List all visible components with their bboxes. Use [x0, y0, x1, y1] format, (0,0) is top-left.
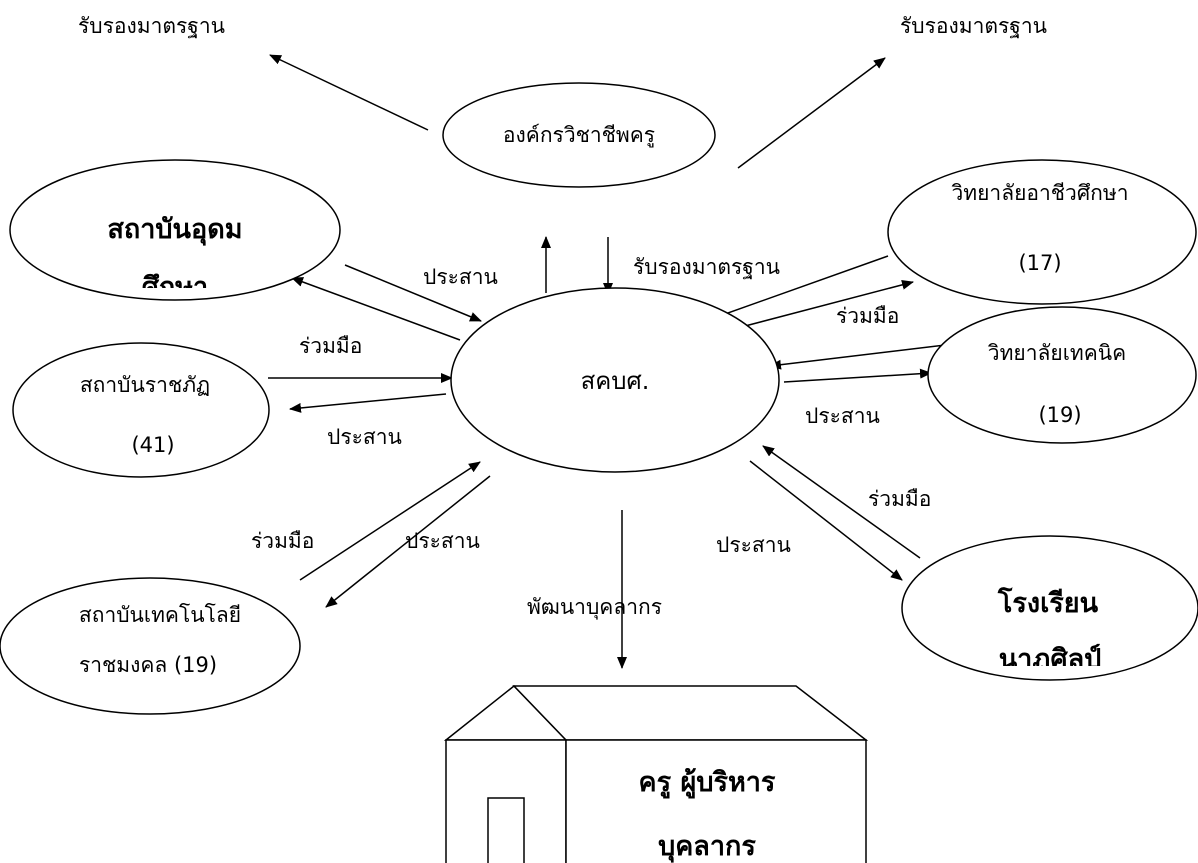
- arrow-org-to-certify-left: [269, 54, 429, 131]
- label-coordinate-up: ประสาน: [423, 265, 498, 289]
- arrow-center-to-rajamangala: [325, 475, 491, 608]
- node-higher-education-institution: สถาบันอุดม ศึกษา: [9, 159, 341, 303]
- label-coordinate-rajabhat: ประสาน: [327, 425, 402, 449]
- arrow-university-to-center: [344, 264, 482, 322]
- label-certify-top-left: รับรองมาตรฐาน: [78, 14, 225, 38]
- arrow-arts-to-center: [762, 445, 921, 559]
- node-rajabhat-institute: สถาบันราชภัฏ (41): [12, 342, 270, 478]
- node-label-line1: สถาบันเทคโนโลยี: [79, 603, 241, 627]
- node-label-line2: (41): [131, 433, 174, 457]
- house-label-line1: ครู ผู้บริหาร: [639, 767, 776, 799]
- arrow-center-to-vocational: [725, 279, 914, 332]
- house-door: [487, 797, 525, 863]
- node-center-skbs: สคบศ.: [450, 287, 780, 473]
- node-technical-college: วิทยาลัยเทคนิค (19): [927, 306, 1197, 444]
- label-cooperate-arts: ร่วมมือ: [868, 487, 931, 511]
- house-personnel: ครู ผู้บริหาร บุคลากร: [443, 684, 869, 863]
- node-teacher-professional-org: องค์กรวิชาชีพครู: [442, 82, 716, 188]
- arrow-center-to-arts: [749, 460, 903, 581]
- node-label-line2: (19): [1038, 403, 1081, 427]
- label-develop-personnel: พัฒนาบุคลากร: [527, 595, 662, 620]
- edge-labels: รับรองมาตรฐาน รับรองมาตรฐาน ประสาน รับรอ…: [78, 14, 1047, 620]
- label-coordinate-rajamangala: ประสาน: [405, 529, 480, 553]
- arrow-center-to-university: [291, 277, 461, 341]
- house-label-line2: บุคลากร: [658, 831, 756, 863]
- node-label-line1: โรงเรียน: [997, 586, 1099, 619]
- arrow-rajamangala-to-center: [299, 461, 481, 581]
- label-cooperate-vocational: ร่วมมือ: [836, 304, 899, 328]
- node-label-line1: วิทยาลัยอาชีวศึกษา: [951, 181, 1128, 205]
- label-cooperate-rajamangala: ร่วมมือ: [251, 529, 314, 553]
- node-label-line2: (17): [1018, 251, 1061, 275]
- label-certify-top-right: รับรองมาตรฐาน: [900, 14, 1047, 38]
- node-vocational-college: วิทยาลัยอาชีวศึกษา (17): [887, 159, 1197, 305]
- arrow-technical-to-center: [769, 342, 963, 370]
- label-cooperate-rajabhat: ร่วมมือ: [299, 334, 362, 358]
- node-label-line1: สถาบันอุดม: [107, 214, 242, 246]
- node-label-line2: ศึกษา: [142, 272, 208, 303]
- arrow-center-to-technical: [783, 368, 932, 383]
- node-label-line1: วิทยาลัยเทคนิค: [988, 341, 1127, 365]
- node-label-line2: นาฏศิลป์: [999, 643, 1102, 675]
- connector-lines: [268, 54, 963, 669]
- node-label: องค์กรวิชาชีพครู: [503, 123, 655, 148]
- node-label: สคบศ.: [581, 367, 650, 395]
- node-rajamangala-institute: สถาบันเทคโนโลยี ราชมงคล (19): [0, 577, 301, 715]
- arrow-vocational-to-center: [696, 255, 889, 326]
- label-coordinate-technical: ประสาน: [805, 404, 880, 428]
- node-label-line1: สถาบันราชภัฏ: [80, 373, 210, 397]
- node-dramatic-arts-school: โรงเรียน นาฏศิลป์: [901, 535, 1198, 681]
- label-coordinate-arts: ประสาน: [716, 533, 791, 557]
- label-certify-down: รับรองมาตรฐาน: [633, 255, 780, 279]
- arrow-center-to-rajabhat: [289, 393, 447, 413]
- arrow-org-to-certify-right: [737, 57, 886, 169]
- node-label-line2: ราชมงคล (19): [79, 653, 217, 677]
